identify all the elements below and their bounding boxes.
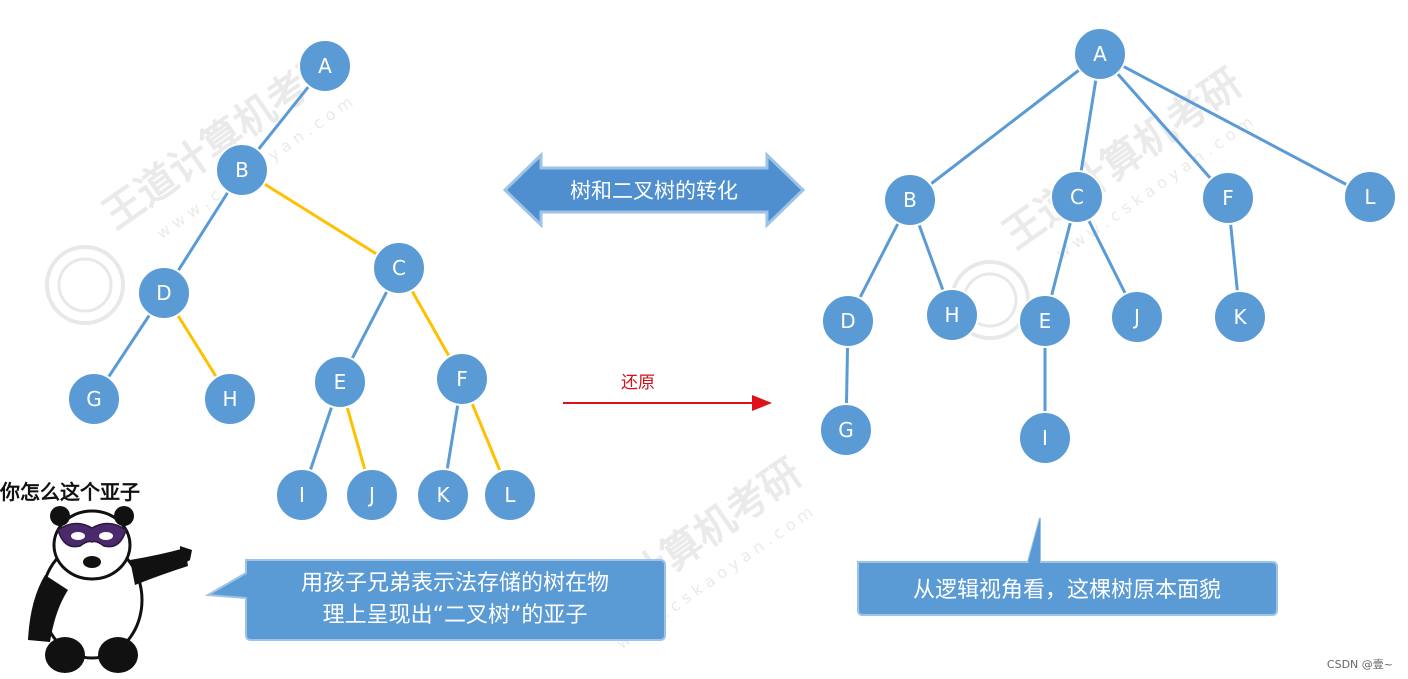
callout-right-text: 从逻辑视角看，这棵树原本面貌 bbox=[913, 578, 1221, 603]
binary-node-circle-b bbox=[215, 143, 269, 197]
general-node-circle-c bbox=[1050, 170, 1104, 224]
binary-node-label-h: H bbox=[222, 387, 237, 411]
binary-node-circle-l bbox=[483, 468, 537, 522]
banner-arrow-shape bbox=[502, 151, 806, 229]
general-edge-a-b bbox=[909, 52, 1101, 202]
binary-tree: A B C D E F G H I J K L bbox=[67, 39, 537, 522]
general-node-circle-d bbox=[821, 294, 875, 348]
binary-node-h: H bbox=[203, 372, 257, 426]
general-node-label-l: L bbox=[1364, 185, 1376, 209]
general-node-circle-f bbox=[1201, 171, 1255, 225]
callout-left: 用孩子兄弟表示法存储的树在物 理上呈现出“二叉树”的亚子 bbox=[204, 559, 666, 641]
binary-node-label-a: A bbox=[318, 54, 332, 78]
general-node-circle-b bbox=[883, 173, 937, 227]
general-node-circle-j bbox=[1110, 290, 1164, 344]
general-node-k: K bbox=[1213, 290, 1267, 344]
general-node-label-e: E bbox=[1039, 309, 1052, 333]
general-node-circle-e bbox=[1018, 294, 1072, 348]
csdn-credit: CSDN @壹~ bbox=[1327, 658, 1393, 671]
binary-node-label-l: L bbox=[504, 483, 516, 507]
binary-node-label-f: F bbox=[456, 367, 468, 391]
general-node-label-h: H bbox=[944, 303, 959, 327]
binary-node-e: E bbox=[313, 355, 367, 409]
general-node-label-k: K bbox=[1233, 305, 1247, 329]
binary-sibling-edge-b-c bbox=[241, 168, 400, 270]
general-node-label-f: F bbox=[1222, 186, 1234, 210]
binary-node-label-k: K bbox=[436, 483, 450, 507]
general-node-e: E bbox=[1018, 294, 1072, 348]
panda-illustration bbox=[28, 506, 192, 673]
binary-node-label-i: I bbox=[299, 483, 305, 507]
general-edge-a-l bbox=[1099, 52, 1371, 199]
binary-node-b: B bbox=[215, 143, 269, 197]
general-node-h: H bbox=[925, 288, 979, 342]
binary-node-label-d: D bbox=[156, 281, 171, 305]
binary-node-label-b: B bbox=[235, 158, 249, 182]
callout-left-line2: 理上呈现出“二叉树”的亚子 bbox=[323, 603, 588, 628]
conversion-banner: 树和二叉树的转化 bbox=[502, 151, 806, 229]
general-node-circle-a bbox=[1073, 27, 1127, 81]
general-node-c: C bbox=[1050, 170, 1104, 224]
general-node-g: G bbox=[819, 403, 873, 457]
banner-title: 树和二叉树的转化 bbox=[570, 179, 738, 203]
meme-caption: 你怎么这个亚子 bbox=[0, 480, 140, 504]
general-node-label-d: D bbox=[840, 309, 855, 333]
general-node-label-i: I bbox=[1042, 426, 1048, 450]
binary-node-j: J bbox=[345, 468, 399, 522]
general-node-circle-i bbox=[1018, 411, 1072, 465]
general-node-f: F bbox=[1201, 171, 1255, 225]
restore-label: 还原 bbox=[621, 373, 655, 393]
binary-node-d: D bbox=[137, 266, 191, 320]
general-node-b: B bbox=[883, 173, 937, 227]
watermark-brand: 王道计算机考研 bbox=[995, 60, 1251, 258]
general-node-j: J bbox=[1110, 290, 1164, 344]
binary-node-circle-e bbox=[313, 355, 367, 409]
callout-left-bubble bbox=[204, 559, 666, 641]
callout-right: 从逻辑视角看，这棵树原本面貌 bbox=[857, 517, 1278, 616]
general-tree: A B C F L D H E J K G I bbox=[819, 27, 1397, 465]
meme-panda: 你怎么这个亚子 bbox=[0, 480, 192, 673]
general-node-circle-l bbox=[1343, 170, 1397, 224]
binary-node-circle-f bbox=[435, 352, 489, 406]
general-node-label-c: C bbox=[1070, 185, 1084, 209]
binary-node-g: G bbox=[67, 372, 121, 426]
general-node-label-g: G bbox=[838, 418, 854, 442]
restore-arrow: 还原 bbox=[563, 373, 772, 411]
general-node-circle-k bbox=[1213, 290, 1267, 344]
binary-node-circle-d bbox=[137, 266, 191, 320]
binary-node-l: L bbox=[483, 468, 537, 522]
callout-right-bubble bbox=[857, 517, 1278, 616]
binary-node-label-g: G bbox=[86, 387, 102, 411]
general-node-circle-h bbox=[925, 288, 979, 342]
binary-node-i: I bbox=[275, 468, 329, 522]
binary-node-circle-i bbox=[275, 468, 329, 522]
binary-node-k: K bbox=[416, 468, 470, 522]
binary-node-circle-a bbox=[298, 39, 352, 93]
binary-node-f: F bbox=[435, 352, 489, 406]
binary-node-circle-k bbox=[416, 468, 470, 522]
general-tree-edges bbox=[844, 52, 1371, 438]
binary-node-circle-j bbox=[345, 468, 399, 522]
binary-node-label-j: J bbox=[367, 483, 375, 507]
general-node-label-b: B bbox=[903, 188, 917, 212]
general-node-label-j: J bbox=[1132, 305, 1140, 329]
binary-node-circle-c bbox=[372, 241, 426, 295]
callout-left-line1: 用孩子兄弟表示法存储的树在物 bbox=[301, 571, 609, 596]
general-node-circle-g bbox=[819, 403, 873, 457]
general-node-label-a: A bbox=[1093, 42, 1107, 66]
general-node-i: I bbox=[1018, 411, 1072, 465]
general-node-l: L bbox=[1343, 170, 1397, 224]
general-node-d: D bbox=[821, 294, 875, 348]
binary-node-c: C bbox=[372, 241, 426, 295]
binary-node-label-e: E bbox=[334, 370, 347, 394]
binary-node-circle-h bbox=[203, 372, 257, 426]
binary-node-label-c: C bbox=[392, 256, 406, 280]
general-edge-a-f bbox=[1098, 53, 1230, 199]
watermark-emblem-icon bbox=[45, 245, 125, 325]
general-node-a: A bbox=[1073, 27, 1127, 81]
binary-node-a: A bbox=[298, 39, 352, 93]
binary-node-circle-g bbox=[67, 372, 121, 426]
